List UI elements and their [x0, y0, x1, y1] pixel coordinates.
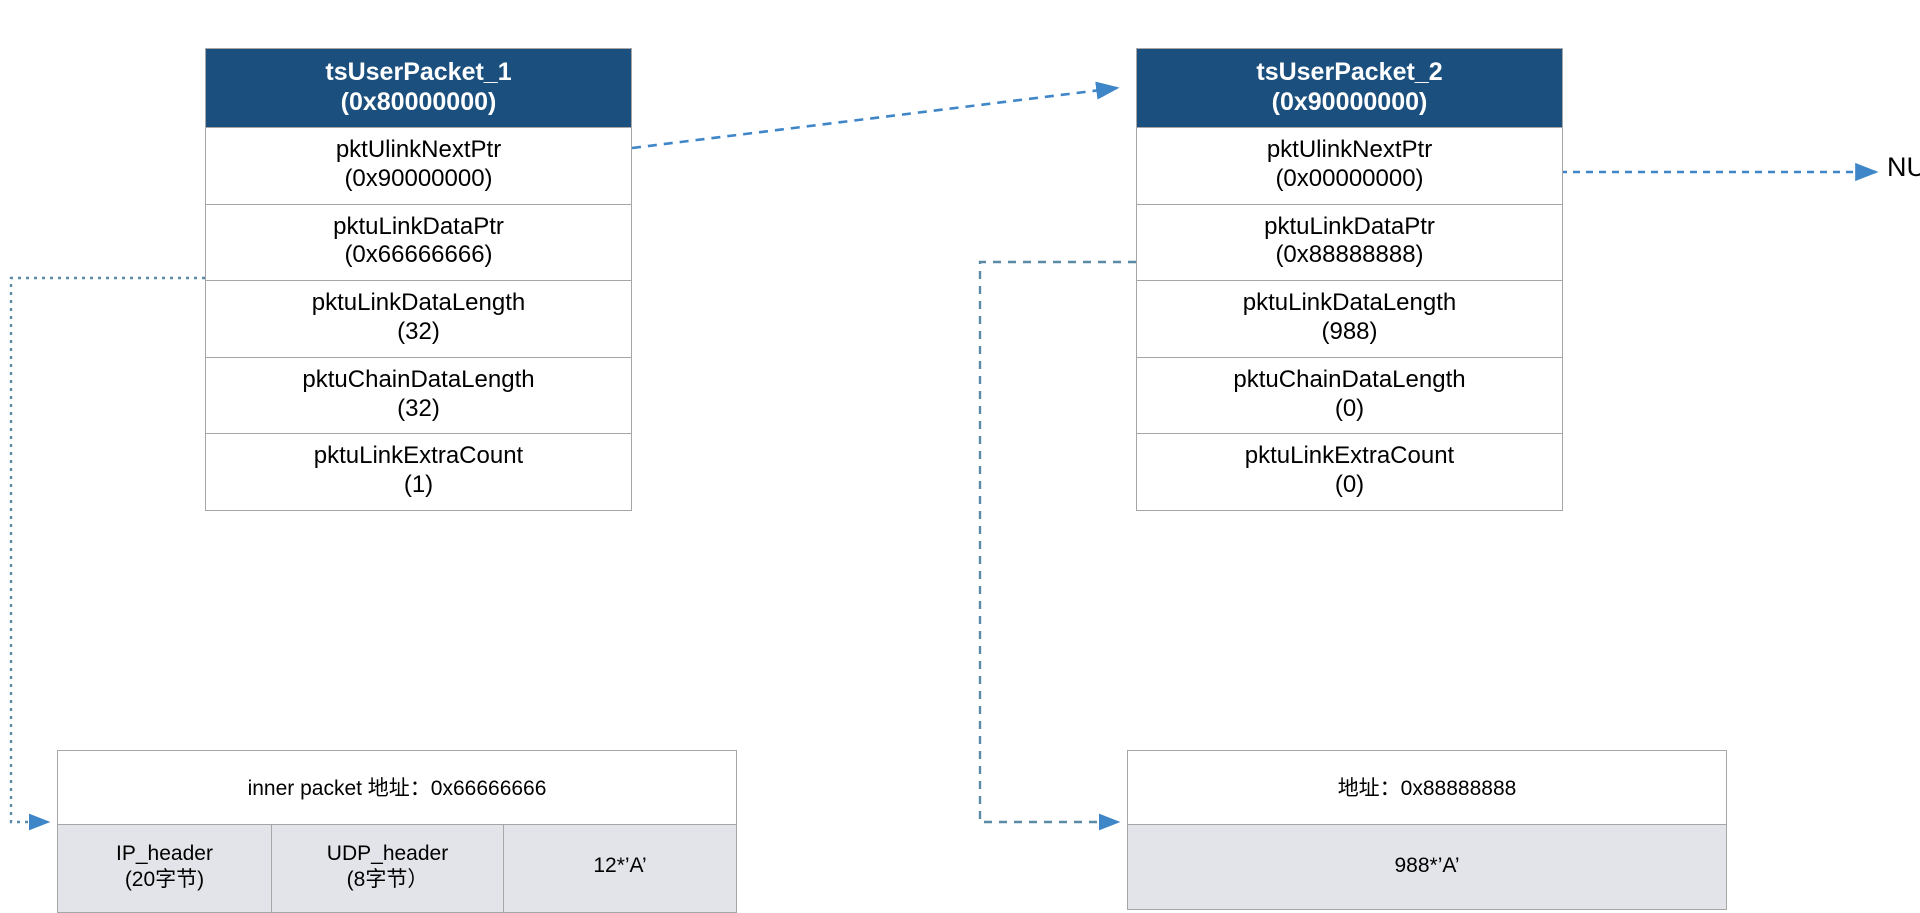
field-value-wrap: (32)	[397, 394, 440, 422]
field-value: (0)	[1334, 394, 1365, 422]
cell-line-2: (8字节）	[346, 868, 429, 892]
struct-header-1: tsUserPacket_1 (0x80000000)	[206, 49, 631, 127]
wire-data-ptr-2-to-packet	[978, 260, 1136, 831]
struct-row-pktuChainDataLength-1: pktuChainDataLength (32)	[206, 356, 631, 434]
struct-row-pktuLinkExtraCount-2: pktuLinkExtraCount (0)	[1137, 433, 1562, 510]
struct-card-tsUserPacket-1: tsUserPacket_1 (0x80000000) pktUlinkNext…	[205, 48, 632, 511]
null-label: NULL	[1887, 152, 1920, 182]
struct-header-2: tsUserPacket_2 (0x90000000)	[1137, 49, 1562, 127]
struct-row-pktuLinkDataLength-2: pktuLinkDataLength (988)	[1137, 280, 1562, 357]
cell-line-1: IP_header	[116, 842, 213, 865]
cell-line-1: UDP_header	[326, 842, 449, 865]
struct-row-pktuLinkDataPtr-1: pktuLinkDataPtr (0x66666666)	[206, 203, 631, 281]
field-name: pktuChainDataLength	[1233, 365, 1466, 393]
field-value: 32	[405, 394, 432, 422]
field-value: 32	[405, 317, 432, 345]
struct-row-pktuLinkDataLength-1: pktuLinkDataLength (32)	[206, 280, 631, 357]
packet-title: inner packet 地址：0x66666666	[58, 751, 736, 824]
field-value: (0x66666666)	[344, 241, 493, 269]
packet-cell-payload: 12*’A’	[503, 825, 736, 912]
struct-header-name-2: tsUserPacket_2	[1256, 58, 1443, 86]
field-value: (0x90000000)	[344, 164, 493, 192]
struct-card-tsUserPacket-2: tsUserPacket_2 (0x90000000) pktUlinkNext…	[1136, 48, 1563, 511]
field-name: pktuLinkDataLength	[1242, 289, 1457, 317]
cell-line-1: 12*’A’	[593, 854, 647, 877]
struct-row-pktUlinkNextPtr-2: pktUlinkNextPtr (0x00000000)	[1137, 127, 1562, 204]
struct-row-pktUlinkNextPtr-1: pktUlinkNextPtr (0x90000000)	[206, 127, 631, 204]
wire-next-ptr-1-to-2	[631, 81, 1120, 150]
field-name: pktuChainDataLength	[302, 365, 535, 393]
struct-header-addr-2: (0x90000000)	[1271, 87, 1428, 116]
field-name: pktuLinkDataPtr	[333, 212, 504, 240]
field-value: (0x88888888)	[1275, 241, 1424, 269]
packet-box-right: 地址：0x88888888 988*’A’	[1127, 750, 1727, 911]
field-name: pktuLinkExtraCount	[313, 442, 524, 470]
packet-cell-payload: 988*’A’	[1128, 825, 1726, 909]
struct-row-pktuChainDataLength-2: pktuChainDataLength (0)	[1137, 356, 1562, 434]
packet-cell-row: 988*’A’	[1128, 824, 1726, 910]
struct-header-addr-1: (0x80000000)	[340, 87, 497, 116]
field-value: (988)	[1321, 317, 1378, 345]
field-name: pktUlinkNextPtr	[335, 136, 502, 163]
packet-cell-udp-header: UDP_header (8字节）	[271, 825, 503, 912]
cell-line-2: (20字节)	[124, 868, 205, 892]
struct-row-pktuLinkExtraCount-1: pktuLinkExtraCount (1)	[206, 433, 631, 510]
field-value: (1)	[403, 471, 434, 499]
packet-title: 地址：0x88888888	[1128, 751, 1726, 824]
packet-cell-row: IP_header (20字节) UDP_header (8字节） 12*’A’	[58, 824, 736, 912]
field-name: pktuLinkDataLength	[311, 289, 526, 317]
field-name: pktUlinkNextPtr	[1266, 136, 1433, 163]
field-name: pktuLinkDataPtr	[1264, 212, 1435, 240]
packet-cell-ip-header: IP_header (20字节)	[58, 825, 271, 912]
packet-box-inner-packet: inner packet 地址：0x66666666 IP_header (20…	[57, 750, 737, 913]
cell-line-1: 988*’A’	[1394, 854, 1460, 877]
field-value-wrap: (32)	[397, 317, 440, 345]
struct-row-pktuLinkDataPtr-2: pktuLinkDataPtr (0x88888888)	[1137, 203, 1562, 281]
field-value: (0)	[1334, 471, 1365, 499]
field-value: (0x00000000)	[1275, 164, 1424, 192]
wire-data-ptr-1-to-inner-packet	[9, 276, 205, 831]
struct-header-name-1: tsUserPacket_1	[325, 58, 512, 86]
field-name: pktuLinkExtraCount	[1244, 442, 1455, 470]
